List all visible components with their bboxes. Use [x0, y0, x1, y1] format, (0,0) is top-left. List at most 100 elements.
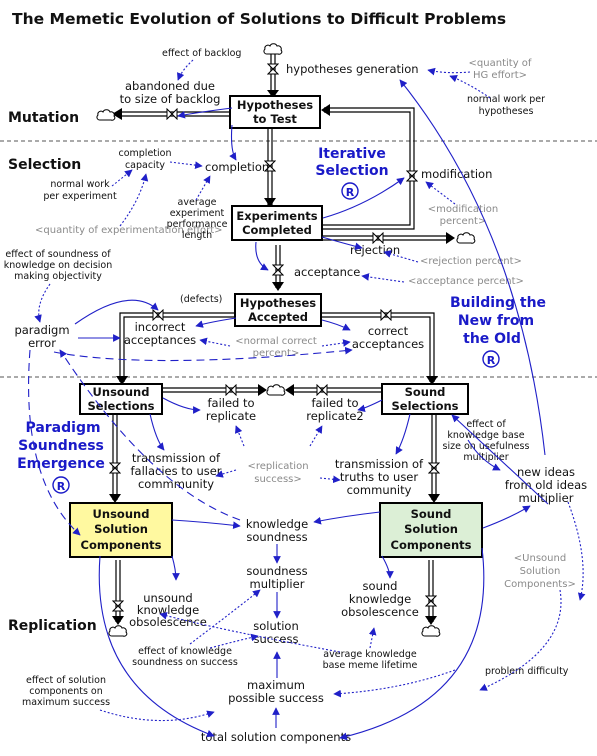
var-unsound-solution-components-shadow: <Unsound [514, 553, 566, 564]
loop-iterative-selection: Iterative Selection R [315, 146, 389, 200]
var-effect-of-backlog: effect of backlog [162, 48, 241, 59]
flow-transmission-truths: community [347, 483, 412, 497]
section-mutation: Mutation [8, 110, 79, 126]
section-replication: Replication [8, 618, 97, 634]
stock-label-line: to Test [253, 112, 297, 126]
var-effect-kb-size: knowledge base [447, 430, 524, 441]
reinforcing-symbol: R [487, 354, 496, 367]
var-normal-correct-percent: percent> [253, 348, 300, 359]
var-replication-success: <replication [247, 461, 308, 472]
loop-label-line: Selection [315, 163, 388, 179]
var-defects: (defects) [180, 294, 222, 305]
flow-failed-to-replicate2: failed to [311, 396, 358, 410]
stock-label-line: Hypotheses [237, 98, 313, 112]
stock-label-line: Solution [404, 522, 458, 536]
stock-label-line: Sound [405, 385, 446, 399]
flow-unsound-obsolescence: obsolescence [129, 615, 207, 629]
stock-label-line: Experiments [236, 209, 317, 223]
stock-unsound-selections[interactable]: Unsound Selections [79, 383, 163, 415]
flow-transmission-truths: transmission of [335, 457, 424, 471]
valve-correct-acceptances [380, 309, 392, 321]
var-new-ideas-multiplier: multiplier [519, 491, 574, 505]
var-effect-kb-size: multiplier [463, 452, 508, 463]
flow-completion: completion [205, 160, 269, 174]
var-paradigm-error: paradigm [14, 323, 69, 337]
stock-label-line: Unsound [93, 385, 150, 399]
var-unsound-solution-components-shadow: Solution [520, 566, 561, 577]
sink-cloud-replication [266, 384, 286, 396]
valve-modification [406, 170, 418, 182]
stock-label-line: Selections [391, 399, 458, 413]
flow-modification: modification [421, 167, 492, 181]
reinforcing-symbol: R [346, 186, 355, 199]
stock-sound-solution-components[interactable]: Sound Solution Components [379, 502, 483, 558]
valve-acceptance [272, 264, 284, 276]
valve-rejection [372, 232, 384, 244]
loop-paradigm-soundness-emergence: Paradigm Soundness Emergence R [17, 420, 105, 494]
reinforcing-loop-icon [482, 350, 500, 368]
source-cloud-hypotheses [263, 43, 283, 55]
reinforcing-symbol: R [57, 480, 66, 493]
stock-hypotheses-accepted[interactable]: Hypotheses Accepted [234, 293, 322, 327]
var-knowledge-soundness: soundness [246, 530, 307, 544]
flow-abandoned: abandoned due [125, 79, 215, 93]
valve-transmission-truths [428, 462, 440, 474]
var-normal-work-hypotheses: normal work per [467, 94, 545, 105]
var-normal-work-hypotheses: hypotheses [479, 106, 534, 117]
var-normal-work-experiment: normal work [50, 179, 110, 190]
reinforcing-loop-icon [341, 182, 359, 200]
var-effect-solution-components-max-success: components on [29, 686, 103, 697]
stock-label-line: Sound [411, 507, 452, 521]
valve-abandoned [166, 108, 178, 120]
flow-sound-obsolescence: knowledge [349, 592, 411, 606]
var-maximum-possible-success: maximum [247, 678, 305, 692]
flow-rejection: rejection [350, 243, 400, 257]
var-average-experiment-performance-length: length [182, 230, 212, 241]
flow-correct-acceptances: acceptances [352, 337, 424, 351]
var-problem-difficulty: problem difficulty [485, 666, 569, 677]
reinforcing-loop-icon [52, 476, 70, 494]
var-completion-capacity: completion [118, 148, 171, 159]
loop-building-new-from-old: Building the New from the Old R [450, 295, 546, 368]
flow-incorrect-acceptances: acceptances [124, 333, 196, 347]
var-average-experiment-performance-length: performance [167, 219, 228, 230]
var-average-experiment-performance-length: experiment [170, 208, 225, 219]
stock-unsound-solution-components[interactable]: Unsound Solution Components [69, 502, 173, 558]
delayed-causal-links [28, 346, 353, 536]
var-quantity-experimentation-effort: <quantity of experimentation effort> [35, 225, 223, 236]
var-solution-success: success [254, 632, 299, 646]
var-knowledge-soundness: knowledge [246, 517, 308, 531]
stock-label-line: Components [81, 538, 162, 552]
valve-hypotheses-generation [267, 63, 279, 75]
var-modification-percent: <modification [428, 204, 498, 215]
flow-transmission-fallacies: fallacies to user [130, 464, 221, 478]
var-new-ideas-multiplier: from old ideas [505, 478, 587, 492]
flow-transmission-truths: truths to user [340, 470, 419, 484]
section-selection: Selection [8, 157, 81, 173]
stock-experiments-completed[interactable]: Experiments Completed [231, 205, 323, 241]
var-quantity-hg-effort: <quantity of [469, 58, 532, 69]
var-completion-capacity: capacity [125, 160, 165, 171]
var-average-experiment-performance-length: average [178, 197, 217, 208]
var-soundness-multiplier: soundness [246, 564, 307, 578]
var-average-kb-meme-lifetime: average knowledge [323, 649, 417, 660]
diagram-title: The Memetic Evolution of Solutions to Di… [12, 10, 506, 28]
flow-acceptance: acceptance [294, 265, 360, 279]
stock-sound-selections[interactable]: Sound Selections [381, 383, 469, 415]
loop-label-line: Iterative [318, 146, 386, 162]
flow-incorrect-acceptances: incorrect [135, 320, 186, 334]
var-maximum-possible-success: possible success [228, 691, 324, 705]
loop-label-line: Emergence [17, 456, 105, 472]
stock-hypotheses-to-test[interactable]: Hypotheses to Test [229, 95, 321, 129]
flow-unsound-obsolescence: unsound [143, 591, 192, 605]
loop-label-line: Soundness [18, 438, 104, 454]
var-normal-correct-percent: <normal correct [235, 336, 317, 347]
flow-failed-to-replicate: failed to [207, 396, 254, 410]
var-rejection-percent: <rejection percent> [420, 256, 522, 267]
loop-label-line: New from [458, 313, 534, 329]
flow-unsound-obsolescence: knowledge [137, 603, 199, 617]
var-solution-success: solution [253, 619, 299, 633]
sink-cloud-sound-obsolescence [421, 625, 441, 637]
valve-failed-to-replicate2 [316, 384, 328, 396]
